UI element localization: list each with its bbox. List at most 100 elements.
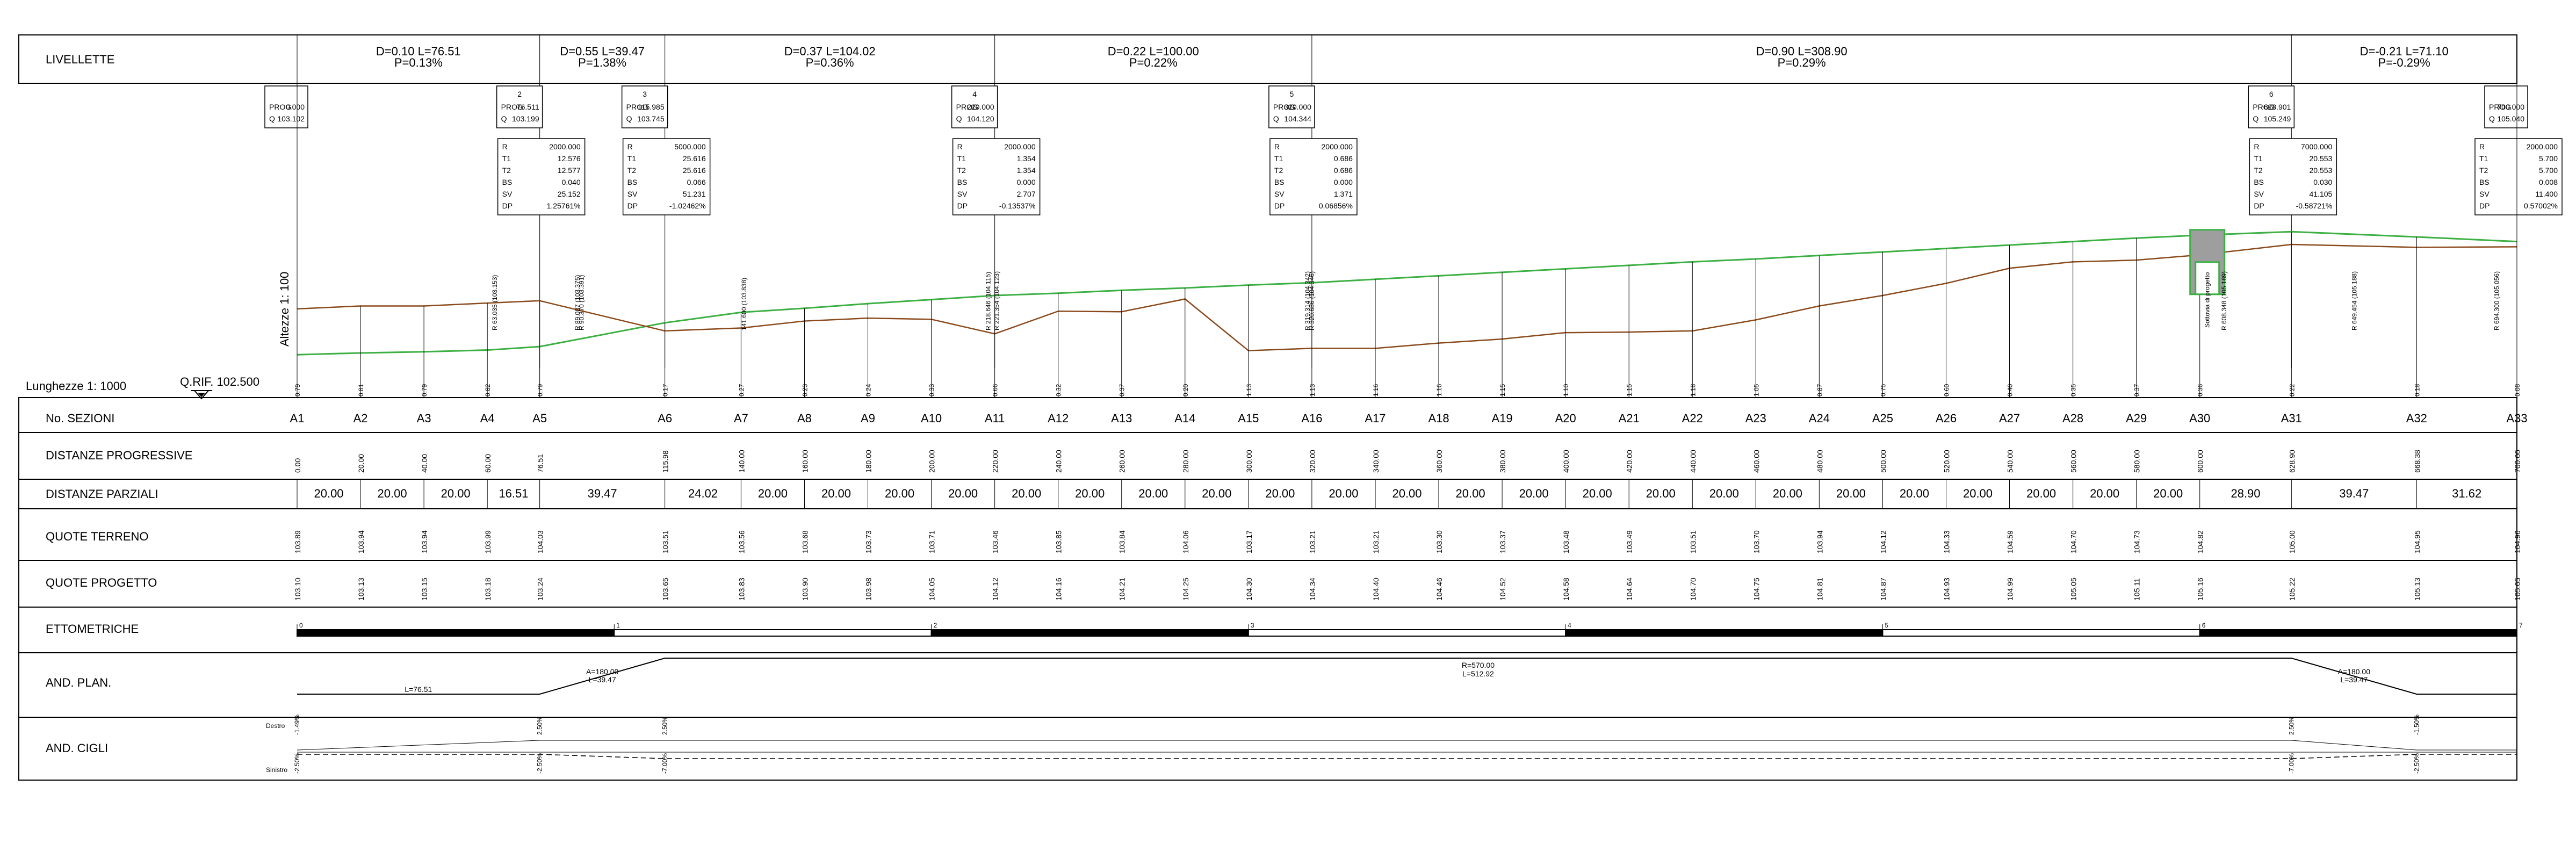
profile-annotation: R 319.314 (104.342) <box>1304 271 1311 330</box>
parziale-value: 20.00 <box>1836 487 1866 500</box>
section-offset: 1.05 <box>1752 384 1760 396</box>
vertex-q: 105.249 <box>2264 114 2291 123</box>
curve-key: T2 <box>627 166 637 175</box>
curve-value: 0.686 <box>1334 154 1353 163</box>
section-offset: 1.13 <box>1245 384 1253 396</box>
curve-key: SV <box>2254 190 2264 198</box>
curve-value: 2000.000 <box>1322 142 1353 151</box>
curve-key: R <box>502 142 508 151</box>
section-offset: 0.24 <box>865 384 872 396</box>
curve-box <box>952 138 1041 215</box>
terrain-value: 103.71 <box>928 530 936 553</box>
parziale-value: 20.00 <box>1138 487 1168 500</box>
curve-value: 2.707 <box>1017 190 1036 198</box>
parziale-value: 20.00 <box>1709 487 1739 500</box>
design-value: 104.93 <box>1942 578 1951 601</box>
design-value: 104.64 <box>1625 578 1634 601</box>
section-offset: 0.33 <box>928 384 936 396</box>
plan-a2: A=180.00 <box>2338 667 2371 676</box>
left-edge-slope: -2.50% <box>2413 753 2420 774</box>
progressive-value: 440.00 <box>1689 450 1697 473</box>
hectometer-label: 4 <box>1568 622 1571 629</box>
terrain-value: 103.51 <box>661 530 670 553</box>
grade-length: D=0.10 L=76.51 <box>376 45 461 58</box>
curve-value: 2000.000 <box>549 142 581 151</box>
progressive-value: 420.00 <box>1625 450 1634 473</box>
grade-slope: P=1.38% <box>578 56 626 69</box>
vertex-q-label: Q <box>2253 114 2258 123</box>
progressive-value: 76.51 <box>536 454 545 473</box>
curve-value: 0.06856% <box>1319 201 1353 210</box>
terrain-value: 103.68 <box>800 530 809 553</box>
parziale-value: 20.00 <box>821 487 851 500</box>
progressive-value: 700.00 <box>2513 450 2522 473</box>
section-label: A21 <box>1619 412 1640 425</box>
section-label: A32 <box>2406 412 2427 425</box>
row-label-plan: AND. PLAN. <box>46 676 111 689</box>
vertex-q-label: Q <box>956 114 962 123</box>
ground-profile-line <box>297 243 2517 351</box>
section-label: A25 <box>1872 412 1893 425</box>
section-label: A8 <box>797 412 812 425</box>
plan-radius: R=570.00 <box>1462 661 1495 669</box>
terrain-value: 104.73 <box>2133 530 2141 553</box>
underpass-opening <box>2195 261 2220 295</box>
curve-value: 51.231 <box>683 190 706 198</box>
row-label-cigli: AND. CIGLI <box>46 741 108 755</box>
progressive-value: 60.00 <box>484 454 492 473</box>
left-edge-line <box>297 754 2517 759</box>
section-label: A22 <box>1682 412 1703 425</box>
plan-l3: L=39.47 <box>2340 675 2368 684</box>
progressive-value: 140.00 <box>737 450 746 473</box>
design-profile-line <box>297 230 2517 356</box>
curve-value: 0.008 <box>2539 178 2558 186</box>
curve-key: BS <box>2254 178 2264 186</box>
section-label: A26 <box>1936 412 1957 425</box>
profile-annotation: R 89.087 (103.375) <box>574 275 581 330</box>
curve-value: 25.616 <box>683 166 706 175</box>
curve-value: 12.576 <box>558 154 581 163</box>
section-offset: 1.13 <box>1309 384 1316 396</box>
profile-annotation: R 90.370 (103.391) <box>578 275 585 330</box>
left-edge-slope: -2.50% <box>536 753 544 774</box>
plan-a1: A=180.00 <box>586 667 619 676</box>
curve-key: BS <box>957 178 968 186</box>
right-edge-slope: 2.50% <box>536 717 544 735</box>
terrain-value: 104.06 <box>1181 530 1190 553</box>
progressive-value: 600.00 <box>2196 450 2205 473</box>
terrain-value: 103.85 <box>1055 530 1063 553</box>
profile-annotation: R 218.646 (104.115) <box>985 272 992 330</box>
parziale-value: 20.00 <box>441 487 471 500</box>
curve-box <box>1269 138 1358 215</box>
parziale-value: 20.00 <box>948 487 978 500</box>
livellette-row <box>18 34 2517 84</box>
terrain-value: 103.21 <box>1372 530 1380 553</box>
curve-key: T2 <box>1274 166 1283 175</box>
grade-length: D=0.22 L=100.00 <box>1108 45 1199 58</box>
progressive-value: 40.00 <box>420 454 429 473</box>
profile-annotation: R 221.354 (104.123) <box>993 271 1001 330</box>
curve-value: 20.553 <box>2309 166 2332 175</box>
curve-value: 1.354 <box>1017 154 1036 163</box>
section-label: A17 <box>1365 412 1386 425</box>
terrain-value: 103.70 <box>1752 530 1760 553</box>
cigli-destro: Destro <box>266 722 285 730</box>
curve-value: 5000.000 <box>674 142 706 151</box>
vertex-q: 103.199 <box>512 114 539 123</box>
parziale-value: 20.00 <box>885 487 914 500</box>
terrain-value: 103.46 <box>991 530 1000 553</box>
design-value: 105.05 <box>2513 578 2522 601</box>
length-scale: Lunghezze 1: 1000 <box>26 379 126 393</box>
parziale-value: 20.00 <box>1900 487 1929 500</box>
terrain-value: 104.03 <box>536 530 545 553</box>
reference-quota: Q.RIF. 102.500 <box>180 375 259 388</box>
section-offset: 1.10 <box>1562 384 1570 396</box>
section-label: A9 <box>861 412 875 425</box>
section-label: A6 <box>658 412 672 425</box>
vertex-box <box>951 85 998 128</box>
terrain-value: 104.33 <box>1942 530 1951 553</box>
section-offset: 0.36 <box>2197 384 2204 396</box>
curve-box <box>2474 138 2563 215</box>
curve-box <box>622 138 711 215</box>
